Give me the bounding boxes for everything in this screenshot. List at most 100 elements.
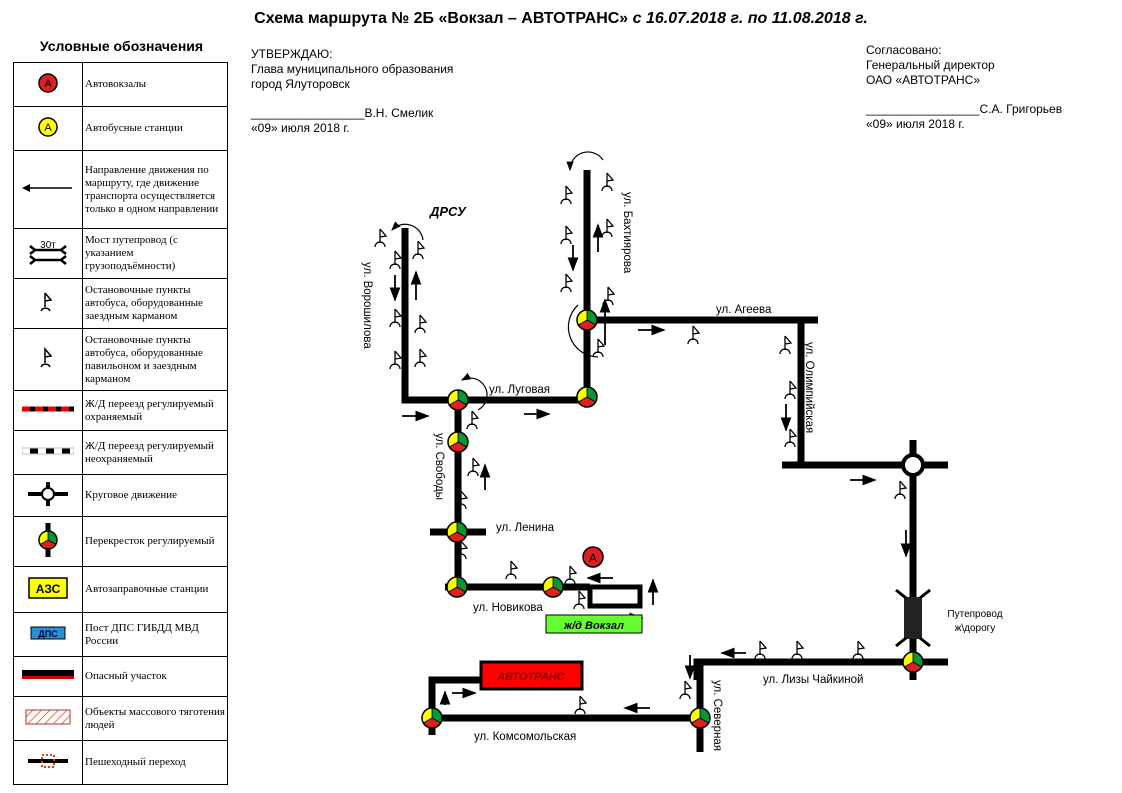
agreement-signature: _________________С.А. Григорьев (866, 102, 1063, 116)
legend-title: Условные обозначения (39, 38, 204, 54)
legend-text: Перекресток регулируемый (82, 516, 228, 567)
approval-block: УТВЕРЖДАЮ: Глава муниципального образова… (251, 47, 453, 136)
agreement-heading: Согласовано: (866, 43, 942, 57)
traffic-light-icon (542, 576, 564, 598)
gas-station-icon: АЗС (13, 566, 83, 613)
label-chaikinoy: ул. Лизы Чайкиной (763, 674, 863, 686)
direction-arrows (389, 223, 912, 714)
bus-stop-icon (455, 540, 469, 560)
bus-stop-icon (560, 185, 574, 205)
legend-row: Пешеходный переход (13, 740, 228, 785)
label-voroshilova: ул. Ворошилова (361, 262, 373, 349)
crowd-objects-icon (13, 696, 83, 741)
svg-text:A: A (44, 78, 52, 90)
legend-row: Перекресток регулируемый (13, 516, 228, 567)
roundabout (901, 453, 925, 477)
unguarded-rail-crossing-icon (13, 430, 83, 475)
bus-stop-icon (412, 240, 426, 260)
title-dates: с 16.07.2018 г. по 11.08.2018 г. (632, 10, 868, 27)
bus-terminal-icon: A (13, 62, 83, 107)
legend-row: Опасный участок (13, 656, 228, 697)
svg-text:A: A (44, 122, 52, 134)
traffic-light-icon (421, 707, 443, 729)
legend-row: Остановочные пункты автобуса, оборудован… (13, 328, 228, 391)
bus-stop-icon (679, 680, 693, 700)
title-main: Схема маршрута № 2Б «Вокзал – АВТОТРАНС» (254, 10, 629, 27)
turn-arc-icon (460, 372, 488, 411)
bus-stop-pocket-icon (13, 278, 83, 329)
approval-date: «09» июля 2018 г. (251, 121, 350, 135)
approval-position: Глава муниципального образования (251, 62, 454, 76)
turn-arcs (391, 151, 604, 411)
turn-arc-icon (391, 221, 424, 241)
approval-signature: _________________В.Н. Смелик (251, 106, 434, 120)
bus-stop-icon (466, 410, 480, 430)
legend-text: Автобусные станции (82, 106, 228, 151)
bus-stop-icon (784, 428, 798, 448)
legend-row: Ж/Д переезд регулируемый неохраняемый (13, 430, 228, 475)
label-viaduct-1: Путепровод (947, 609, 1002, 620)
traffic-light-icon (13, 516, 83, 567)
bus-stop-icon (467, 457, 481, 477)
bus-stop-icon (560, 273, 574, 293)
legend-row: Ж/Д переезд регулируемый охраняемый (13, 390, 228, 431)
label-lugovaya: ул. Луговая (489, 384, 550, 396)
label-lenina: ул. Ленина (496, 522, 555, 534)
label-severnaya: ул. Северная (711, 680, 723, 751)
agreement-date: «09» июля 2018 г. (866, 117, 965, 131)
svg-text:АВТОТРАНС: АВТОТРАНС (496, 671, 566, 683)
bus-stop-icon (374, 228, 388, 248)
label-svobody: ул. Свободы (433, 433, 445, 500)
viaduct-symbol (895, 588, 931, 648)
legend-text: Мост путепровод (с указанием грузоподъём… (82, 228, 228, 279)
bus-stop-icon (389, 250, 403, 270)
traffic-light-icon (689, 707, 711, 729)
guarded-rail-crossing-icon (13, 390, 83, 431)
legend-text: Ж/Д переезд регулируемый охраняемый (82, 390, 228, 431)
traffic-light-icon (902, 651, 924, 673)
agreement-org: ОАО «АВТОТРАНС» (866, 73, 981, 87)
bus-stop-icon (601, 218, 615, 238)
legend-row: Круговое движение (13, 474, 228, 517)
bus-stop-icon (414, 348, 428, 368)
svg-text:ДПС: ДПС (38, 629, 58, 639)
bus-stop-icon (560, 225, 574, 245)
bus-stop-icon (687, 325, 701, 345)
legend-text: Пост ДПС ГИБДД МВД России (82, 612, 228, 657)
legend-row: Направление движения по маршруту, где дв… (13, 150, 228, 229)
svg-text:ж/д Вокзал: ж/д Вокзал (563, 620, 624, 632)
legend-text: Пешеходный переход (82, 740, 228, 785)
bus-stop-icon (574, 695, 588, 715)
traffic-light-icon (446, 576, 468, 598)
bus-stop-icon (455, 490, 469, 510)
legend-text: Автозаправочные станции (82, 566, 228, 613)
depot-box: АВТОТРАНС (479, 660, 584, 691)
approval-org: город Ялуторовск (251, 77, 350, 91)
bus-stop-icon (894, 480, 908, 500)
station-box: ж/д Вокзал (545, 614, 643, 634)
legend-text: Остановочные пункты автобуса, оборудован… (82, 328, 228, 391)
label-viaduct-2: ж\дорогу (955, 623, 996, 634)
bus-stop-icon (791, 640, 805, 660)
agreement-block: Согласовано: Генеральный директор ОАО «А… (866, 43, 1062, 132)
bus-stop-icon (389, 350, 403, 370)
traffic-light-icon (576, 309, 598, 331)
agreement-position: Генеральный директор (866, 58, 995, 72)
roundabout-icon (13, 474, 83, 517)
traffic-light-icon (446, 521, 468, 543)
legend-text: Остановочные пункты автобуса, оборудован… (82, 278, 228, 329)
road-voroshilova-lugovaya (401, 228, 587, 404)
bus-stop-icon (564, 565, 578, 585)
police-post-icon: ДПС (13, 612, 83, 657)
one-way-arrow-icon (13, 150, 83, 229)
bus-terminal-marker: А (582, 546, 604, 568)
road-to-depot (428, 676, 482, 735)
bus-station-icon: A (13, 106, 83, 151)
bus-stops (374, 172, 908, 715)
label-novikova: ул. Новикова (473, 602, 543, 614)
dangerous-section-icon (13, 656, 83, 697)
svg-text:30т: 30т (40, 240, 56, 251)
bus-stop-icon (852, 640, 866, 660)
